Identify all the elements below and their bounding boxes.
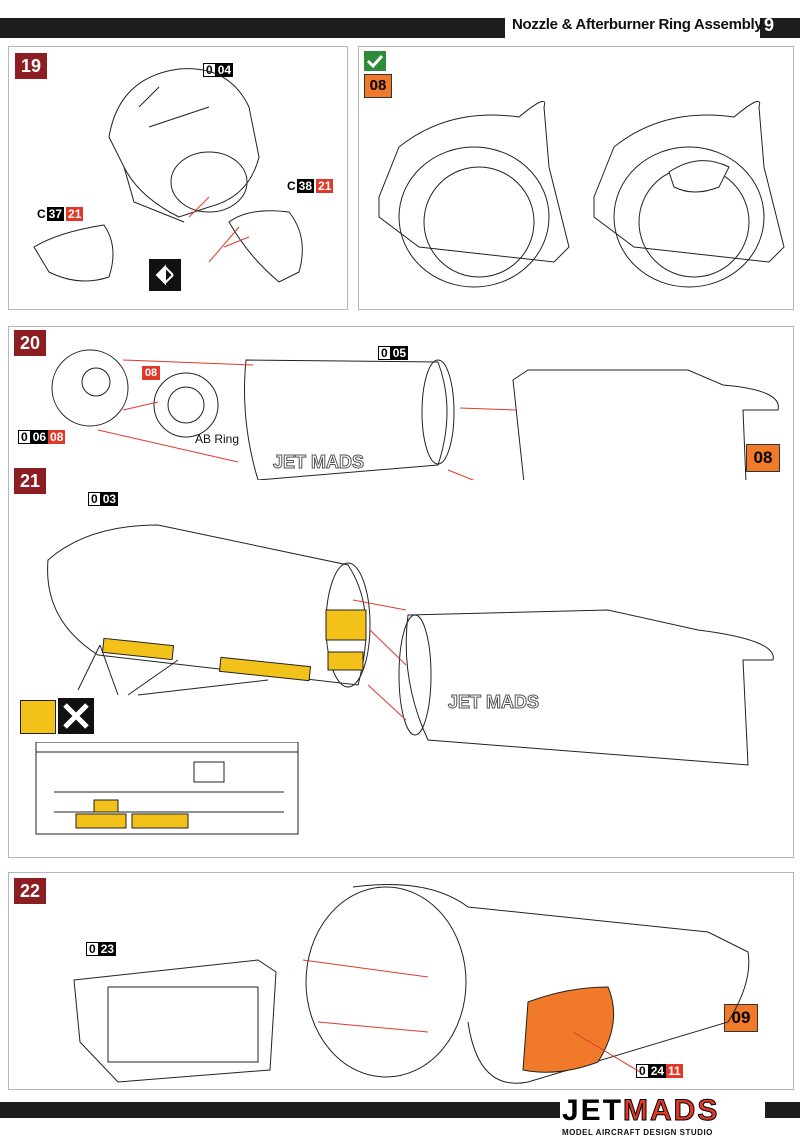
step-number-orange: 08 [364, 74, 392, 98]
flat-panel-drawing [35, 742, 299, 835]
orange-part-tag-09: 09 [724, 1004, 758, 1032]
step-20-number: 20 [14, 330, 46, 356]
step-21-drawing: JET MADS [47, 524, 774, 766]
footer-bar [0, 1102, 560, 1118]
logo-subtitle: MODEL AIRCRAFT DESIGN STUDIO [562, 1128, 713, 1137]
step-21-number: 21 [14, 468, 46, 494]
orange-part-tag-08: 08 [746, 444, 780, 472]
header-title-box [505, 15, 760, 41]
step-08-drawing [378, 100, 785, 288]
page-number: 9 [764, 15, 775, 35]
x-mark-icon [58, 698, 94, 734]
stencil-text: JET MADS [448, 692, 539, 712]
step-22-panel [8, 872, 794, 1090]
stencil-text: JET MADS [273, 452, 364, 472]
page-title: Nozzle & Afterburner Ring Assembly [512, 16, 763, 33]
checkmark-icon [364, 51, 386, 71]
step-20-drawing: JET MADS [51, 349, 779, 480]
step-08-panel: 08 [358, 46, 794, 310]
step-22-number: 22 [14, 878, 46, 904]
jetmads-logo: JETMADS [562, 1094, 720, 1128]
yellow-swatch [20, 700, 56, 734]
step-19-drawing [33, 68, 303, 291]
step-20-21-panel [8, 326, 794, 858]
footer-bar-end [765, 1102, 800, 1118]
ring-part-tag: 08 [142, 366, 160, 380]
ab-ring-label: AB Ring [195, 432, 240, 446]
step-number: 19 [15, 53, 47, 79]
step-22-drawing [73, 884, 750, 1084]
